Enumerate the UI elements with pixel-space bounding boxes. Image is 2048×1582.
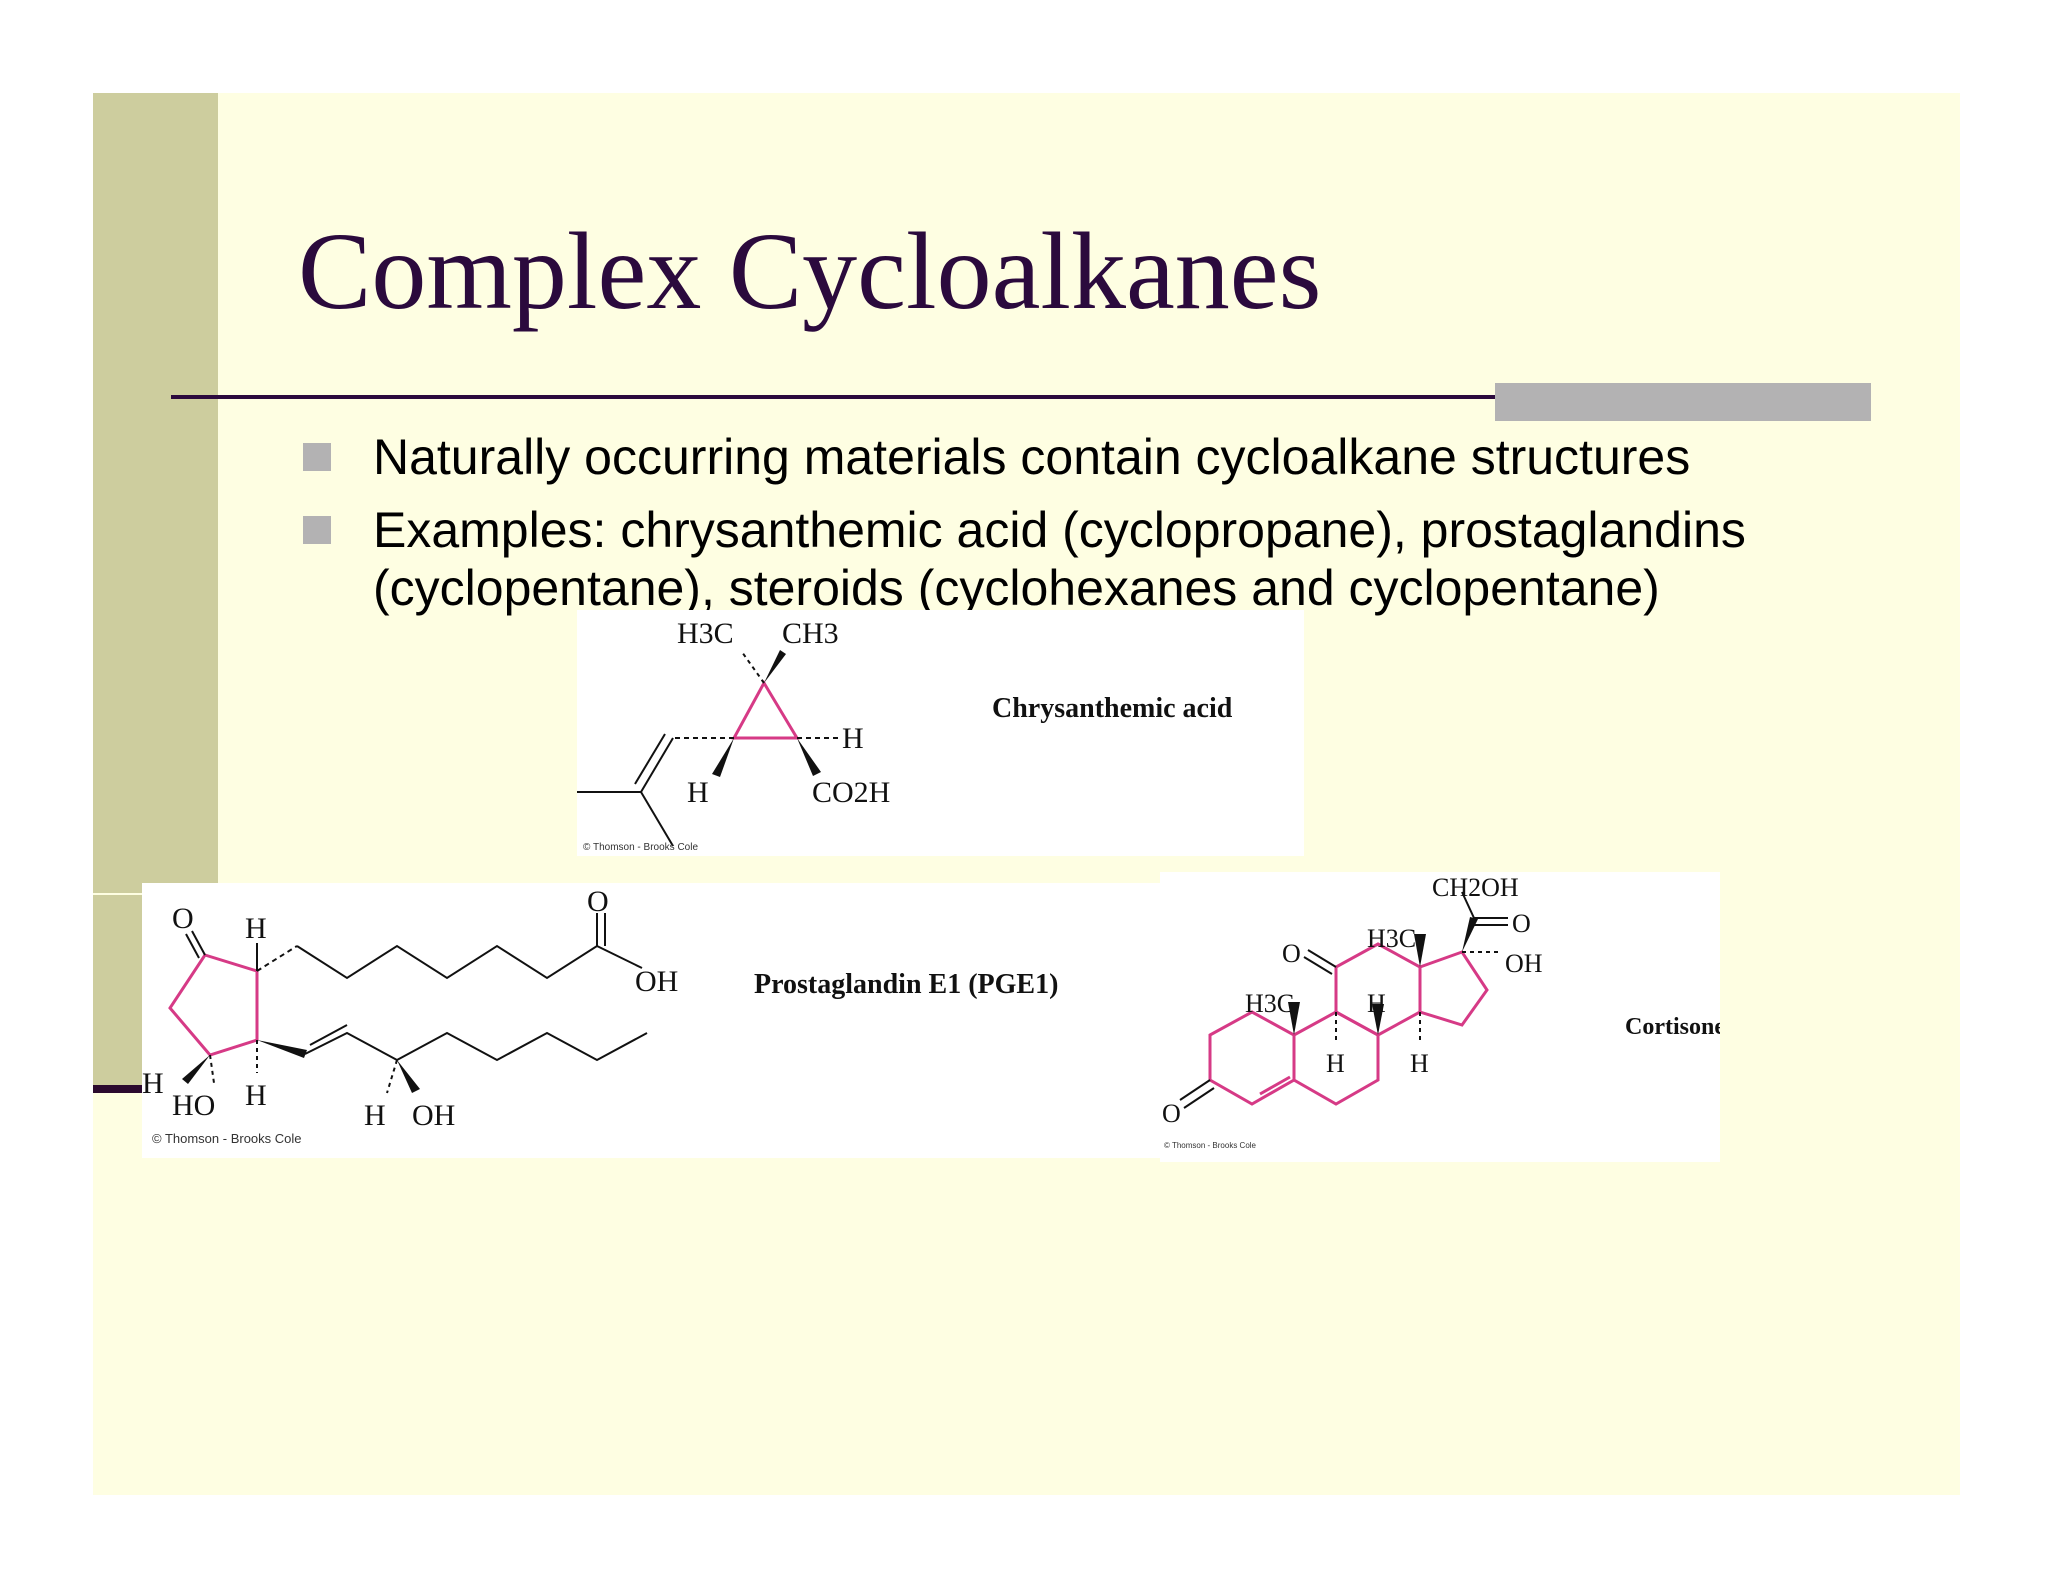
atom-label: H3C: [677, 617, 734, 650]
atom-label: H3C: [1245, 989, 1294, 1018]
bullet-list: Naturally occurring materials contain cy…: [303, 428, 1863, 632]
bullet-item: Examples: chrysanthemic acid (cyclopropa…: [303, 501, 1863, 617]
figure-prostaglandin-e1: O H O OH H HO H H OH Prostaglandin E1 (P…: [142, 883, 1217, 1158]
bond-wedge: [797, 738, 821, 776]
bond: [1259, 1075, 1291, 1096]
molecule-name: Prostaglandin E1 (PGE1): [754, 969, 1058, 1000]
bullet-text: Naturally occurring materials contain cy…: [373, 429, 1691, 485]
atom-label: O: [1282, 939, 1301, 968]
figure-chrysanthemic-acid: H3C CH3 H H CO2H Chrysanthemic acid © Th…: [577, 610, 1304, 856]
bond-wedge: [764, 650, 786, 683]
bond: [1179, 1079, 1211, 1101]
atom-label: O: [1512, 909, 1531, 938]
copyright-text: © Thomson - Brooks Cole: [1164, 1141, 1257, 1150]
atom-label: H: [1410, 1049, 1429, 1078]
bullet-item: Naturally occurring materials contain cy…: [303, 428, 1863, 486]
atom-label: H: [1367, 989, 1386, 1018]
bond: [185, 933, 200, 959]
bond: [640, 737, 674, 793]
alkyl-chain: [296, 944, 643, 980]
atom-label: OH: [412, 1099, 455, 1132]
atom-label: CH3: [782, 617, 839, 650]
cyclopropane-ring: [731, 679, 800, 740]
atom-label: O: [172, 902, 194, 935]
copyright-text: © Thomson - Brooks Cole: [152, 1131, 302, 1146]
chrysanthemic-acid-structure: H3C CH3 H H CO2H Chrysanthemic acid © Th…: [577, 617, 1233, 853]
atom-label: H3C: [1367, 924, 1416, 953]
square-bullet-icon: [303, 443, 331, 471]
atom-label: HO: [172, 1089, 215, 1122]
bond: [1303, 956, 1333, 975]
figure-cortisone: CH2OH O OH O H3C H3C H H H O Cortisone ©…: [1160, 872, 1720, 1162]
bond-wedge: [1462, 917, 1478, 952]
alkyl-chain: [304, 1031, 648, 1062]
bond-dashed: [209, 1054, 215, 1084]
cortisone-structure: CH2OH O OH O H3C H3C H H H O Cortisone ©…: [1162, 873, 1720, 1150]
atom-label: H: [364, 1099, 386, 1132]
copyright-text: © Thomson - Brooks Cole: [583, 842, 698, 853]
atom-label: H: [142, 1067, 164, 1100]
slide-title: Complex Cycloalkanes: [298, 210, 1322, 332]
bond: [640, 791, 674, 847]
molecule-name: Cortisone: [1625, 1014, 1720, 1040]
atom-label: OH: [1505, 949, 1543, 978]
atom-label: O: [587, 885, 609, 918]
bond-wedge: [182, 1055, 210, 1084]
bond-wedge: [712, 738, 734, 777]
atom-label: H: [687, 776, 709, 809]
atom-label: O: [1162, 1099, 1181, 1128]
sidebar-band-top: [93, 93, 218, 893]
prostaglandin-structure: O H O OH H HO H H OH Prostaglandin E1 (P…: [142, 885, 1058, 1146]
bond-dashed: [386, 1059, 398, 1094]
bond-wedge: [397, 1060, 420, 1093]
atom-label: OH: [635, 965, 678, 998]
atom-label: CO2H: [812, 776, 890, 809]
bullet-text: Examples: chrysanthemic acid (cyclopropa…: [373, 502, 1746, 616]
square-bullet-icon: [303, 516, 331, 544]
ring-d: [1418, 950, 1489, 1027]
bond-wedge: [1372, 1004, 1384, 1035]
cyclopentane-ring: [168, 953, 259, 1057]
title-underline: [171, 395, 1871, 399]
molecule-name: Chrysanthemic acid: [992, 693, 1233, 724]
slide: Complex Cycloalkanes Naturally occurring…: [93, 93, 1960, 1495]
title-underline-accent: [1495, 383, 1871, 421]
ring-a: [1208, 1010, 1296, 1106]
bond: [309, 1024, 348, 1046]
bond: [1183, 1087, 1215, 1109]
bond: [1461, 891, 1475, 919]
bond: [1307, 949, 1337, 968]
bond: [191, 930, 206, 956]
bond-wedge: [1414, 934, 1426, 967]
atom-label: H: [1326, 1049, 1345, 1078]
atom-label: CH2OH: [1432, 873, 1519, 902]
bond-dashed: [256, 945, 298, 972]
atom-label: H: [842, 722, 864, 755]
bond-wedge: [257, 1040, 307, 1058]
bond-wedge: [1288, 1002, 1300, 1035]
bond: [634, 733, 666, 785]
bond-dashed: [741, 651, 765, 684]
atom-label: H: [245, 1079, 267, 1112]
atom-label: H: [245, 912, 267, 945]
